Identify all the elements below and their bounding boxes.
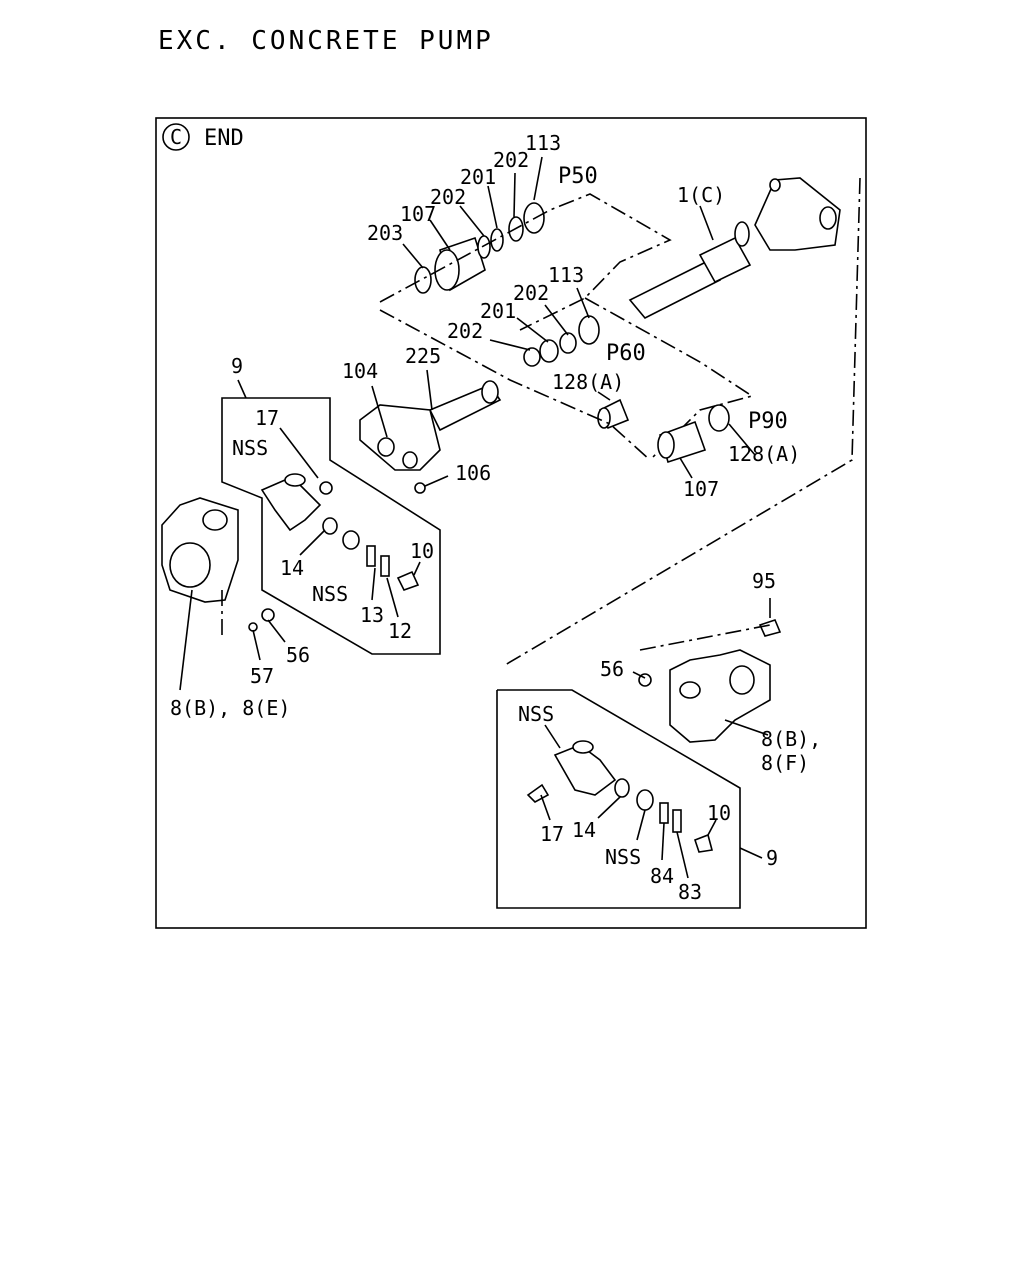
label-104: 104 bbox=[342, 359, 378, 383]
cross-kit-right bbox=[496, 689, 763, 909]
label-56-left: 56 bbox=[286, 643, 310, 667]
label-nss-left-2: NSS bbox=[312, 582, 348, 606]
label-202-top: 202 bbox=[493, 148, 529, 172]
leader-lines bbox=[179, 156, 771, 879]
slip-yoke-225 bbox=[359, 380, 502, 494]
label-13: 13 bbox=[360, 603, 384, 627]
label-202-mid: 202 bbox=[513, 281, 549, 305]
label-201-top: 201 bbox=[460, 165, 496, 189]
label-nss-left-1: NSS bbox=[232, 436, 268, 460]
label-8b: 8(B), bbox=[761, 727, 821, 751]
label-203: 203 bbox=[367, 221, 403, 245]
label-201-mid: 201 bbox=[480, 299, 516, 323]
label-9-right: 9 bbox=[766, 846, 778, 870]
label-1c: 1(C) bbox=[677, 183, 725, 207]
bushing-group-p90 bbox=[657, 404, 730, 464]
label-10-right: 10 bbox=[707, 801, 731, 825]
label-12: 12 bbox=[388, 619, 412, 643]
label-107-bottom: 107 bbox=[683, 477, 719, 501]
label-14-left: 14 bbox=[280, 556, 304, 580]
label-128a-mid: 128(A) bbox=[552, 370, 624, 394]
label-128a-right: 128(A) bbox=[728, 442, 800, 466]
label-14-right: 14 bbox=[572, 818, 596, 842]
label-113-mid: 113 bbox=[548, 263, 584, 287]
circled-letter-badge bbox=[162, 123, 190, 151]
label-107-top: 107 bbox=[400, 202, 436, 226]
flange-yoke-left bbox=[161, 497, 275, 640]
label-95: 95 bbox=[752, 569, 776, 593]
label-84: 84 bbox=[650, 864, 674, 888]
panel-heading: END bbox=[204, 126, 244, 151]
seal-group-p50 bbox=[379, 193, 672, 331]
label-p90: P90 bbox=[748, 409, 788, 434]
diagram-frame bbox=[155, 117, 867, 929]
label-202-top2: 202 bbox=[430, 185, 466, 209]
label-p60: P60 bbox=[606, 341, 646, 366]
label-17-left: 17 bbox=[255, 406, 279, 430]
label-8b-8e: 8(B), 8(E) bbox=[170, 696, 290, 720]
label-8f: 8(F) bbox=[761, 751, 809, 775]
drive-shaft-1c bbox=[504, 177, 861, 666]
label-56-right: 56 bbox=[600, 657, 624, 681]
circled-letter: C bbox=[170, 125, 182, 149]
label-nss-right-1: NSS bbox=[518, 702, 554, 726]
label-nss-right-2: NSS bbox=[605, 845, 641, 869]
label-10-left: 10 bbox=[410, 539, 434, 563]
label-p50: P50 bbox=[558, 164, 598, 189]
label-17-right: 17 bbox=[540, 822, 564, 846]
label-57: 57 bbox=[250, 664, 274, 688]
label-225: 225 bbox=[405, 344, 441, 368]
flange-yoke-right bbox=[638, 619, 782, 743]
label-113-top: 113 bbox=[525, 131, 561, 155]
page-title: EXC. CONCRETE PUMP bbox=[158, 26, 494, 56]
cross-kit-left bbox=[221, 397, 441, 655]
seal-group-p60 bbox=[379, 297, 754, 461]
label-202-mid2: 202 bbox=[447, 319, 483, 343]
label-83: 83 bbox=[678, 880, 702, 904]
label-106: 106 bbox=[455, 461, 491, 485]
label-9-left: 9 bbox=[231, 354, 243, 378]
